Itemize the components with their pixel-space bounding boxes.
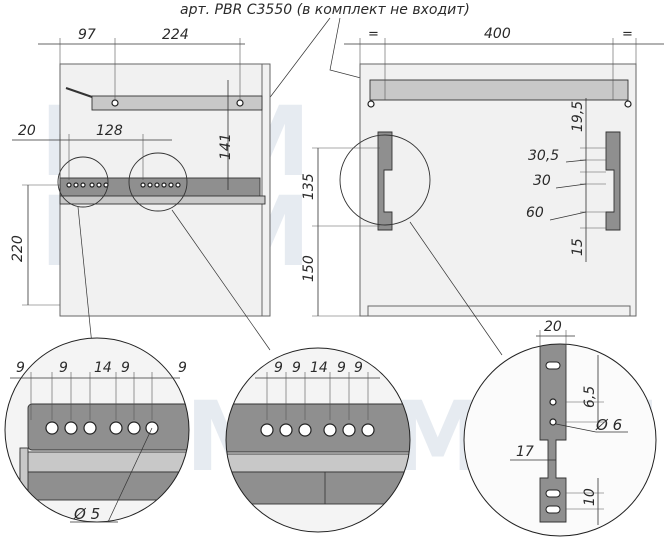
detail-leader-b	[171, 209, 271, 351]
dim-141: 141	[218, 133, 234, 160]
dim-150: 150	[301, 255, 317, 282]
bracket-detail	[539, 344, 567, 523]
bracket-dim-17: 17	[516, 444, 534, 460]
detail-circle-b	[128, 152, 188, 212]
hole-dim-a-4: 9	[121, 360, 130, 376]
bracket-dim-20: 20	[544, 319, 562, 335]
detail-b: 9 9 14 9 9	[225, 347, 411, 533]
caption-text: арт. PBR C3550 (в комплект не входит)	[180, 2, 470, 18]
detail-leader-a	[77, 206, 93, 346]
hole-dim-b-2: 9	[292, 360, 301, 376]
left-runner-holes	[66, 182, 181, 188]
dim-400: 400	[484, 26, 511, 42]
left-cabinet-side	[261, 63, 271, 317]
bracket-phi-6: Ø 6	[595, 416, 622, 434]
right-cabinet-body	[359, 63, 637, 317]
bracket-dim-10: 10	[582, 488, 598, 506]
right-view-bracket-left	[377, 131, 393, 231]
phi-5-label: Ø 5	[73, 505, 100, 523]
dim-19-5: 19,5	[570, 101, 586, 132]
dim-224: 224	[162, 27, 189, 43]
right-view-dimensions: = 400 = 135 150 19,5 30,5 30 60 15	[301, 26, 664, 317]
left-cabinet-view	[57, 63, 271, 351]
top-rail-hole-right	[624, 100, 632, 108]
dim-eq-right: =	[622, 27, 633, 42]
hole-dim-b-3: 14	[310, 360, 328, 376]
hole-dim-b-4: 9	[337, 360, 346, 376]
hole-dim-b-5: 9	[354, 360, 363, 376]
dim-60: 60	[526, 205, 544, 221]
detail-circle-a	[57, 156, 109, 208]
bracket-dim-6-5: 6,5	[582, 386, 598, 408]
dim-135: 135	[301, 173, 317, 200]
hole-dim-a-3: 14	[94, 360, 112, 376]
dim-15: 15	[570, 238, 586, 256]
dim-30-5: 30,5	[528, 148, 559, 164]
dim-eq-left: =	[368, 27, 379, 42]
dim-30: 30	[533, 173, 551, 189]
detail-c: 20 6,5 Ø 6 17 10	[463, 319, 657, 537]
hole-dim-a-1: 9	[16, 360, 25, 376]
hole-dim-a-2: 9	[59, 360, 68, 376]
hole-dim-a-5: 9	[178, 360, 187, 376]
dim-128: 128	[96, 123, 123, 139]
top-rail-hole-left	[367, 100, 375, 108]
dim-220: 220	[10, 235, 26, 262]
top-bracket-arm	[65, 87, 96, 99]
top-bracket-hole-right	[236, 99, 244, 107]
detail-a: 9 9 14 9 9 Ø 5	[4, 337, 190, 523]
top-rail	[369, 79, 629, 101]
left-runner-rail	[59, 195, 266, 205]
right-cabinet-bottom	[367, 305, 631, 317]
right-cabinet-view	[339, 63, 637, 356]
hole-dim-b-1: 9	[274, 360, 283, 376]
dim-97: 97	[78, 27, 96, 43]
detail-circle-c	[339, 134, 431, 226]
dim-20: 20	[18, 123, 36, 139]
top-bracket-plate	[91, 95, 263, 111]
left-view-dimensions: 97 224 20 128 141 220	[10, 27, 245, 306]
top-bracket-hole-left	[111, 99, 119, 107]
detail-leader-c	[409, 221, 503, 356]
